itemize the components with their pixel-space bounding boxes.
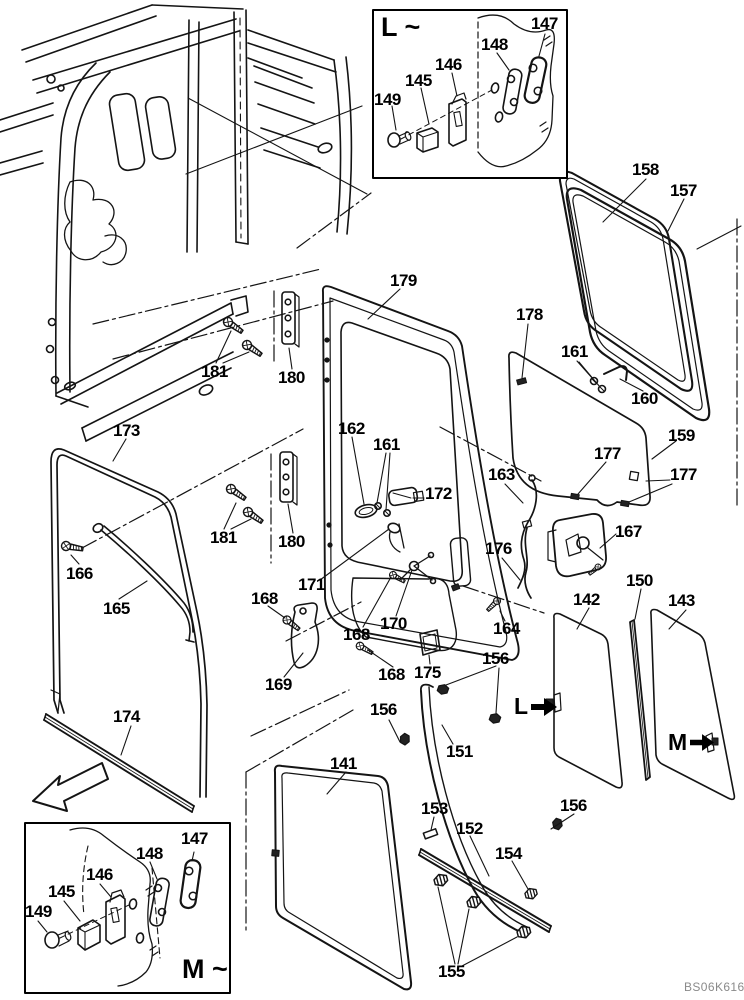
part-callout: 161 (373, 435, 400, 454)
direction-marker-M: M (668, 731, 715, 754)
part-callout: 148 (481, 35, 508, 54)
part-callout: 157 (670, 181, 697, 200)
part-callout: 181 (201, 362, 228, 381)
bolt-166 (60, 540, 85, 555)
part-callout: 142 (573, 590, 600, 609)
part-callout: 162 (338, 419, 365, 438)
part-callout: 167 (615, 522, 642, 541)
part-callout: 149 (374, 90, 401, 109)
part-callout: 177 (670, 465, 697, 484)
part-callout: 168 (343, 625, 370, 644)
clip-156-d (550, 816, 565, 832)
clip-156-c (397, 731, 413, 747)
part-callout: 151 (446, 742, 473, 761)
part-callout: 169 (265, 675, 292, 694)
part-callout: 168 (251, 589, 278, 608)
direction-marker-L-letter: L (514, 693, 529, 719)
part-callout: 147 (181, 829, 208, 848)
part-callout: 146 (435, 55, 462, 74)
part-callout: 180 (278, 368, 305, 387)
detail-view-M (24, 822, 231, 994)
part-callout: 172 (425, 484, 452, 503)
clip-153 (422, 828, 439, 840)
part-callout: 146 (86, 865, 113, 884)
direction-marker-L: L (514, 695, 558, 718)
door-assembly (321, 285, 520, 661)
part-callout: 156 (560, 796, 587, 815)
part-callout: 179 (390, 271, 417, 290)
part-callout: 166 (66, 564, 93, 583)
part-callout: 176 (485, 539, 512, 558)
part-callout: 149 (25, 902, 52, 921)
part-callout: 152 (456, 819, 483, 838)
hinge-plates-and-bolts (221, 291, 300, 527)
part-callout: 174 (113, 707, 140, 726)
part-callout: 143 (668, 591, 695, 610)
view-direction-arrow (32, 762, 109, 812)
part-callout: 159 (668, 426, 695, 445)
part-callout: 161 (561, 342, 588, 361)
latch-rod-176 (521, 519, 533, 599)
bracket-169 (290, 602, 320, 669)
part-callout: 181 (210, 528, 237, 547)
part-callout: 170 (380, 614, 407, 633)
part-callout: 154 (495, 844, 522, 863)
part-callout: 158 (632, 160, 659, 179)
detail-view-M-title: M ~ (182, 954, 228, 984)
part-callout: 141 (330, 754, 357, 773)
door-check-rod-165 (92, 522, 195, 643)
trim-strip-174 (43, 713, 195, 813)
part-callout: 156 (370, 700, 397, 719)
channel-strip-152 (418, 848, 552, 933)
part-callout: 145 (48, 882, 75, 901)
part-callout: 160 (631, 389, 658, 408)
detail-view-L (372, 9, 568, 179)
right-arrow-icon (531, 697, 558, 716)
callout-leader-lines (37, 33, 742, 967)
part-callout: 147 (531, 14, 558, 33)
part-callout: 150 (626, 571, 653, 590)
fixed-glass-143 (650, 608, 736, 801)
part-callout: 155 (438, 962, 465, 981)
right-arrow-icon (690, 734, 715, 751)
part-callout: 168 (378, 665, 405, 684)
clip-155-c (515, 923, 533, 941)
part-callout: 145 (405, 71, 432, 90)
part-callout: 153 (421, 799, 448, 818)
clip-154 (523, 886, 539, 902)
part-callout: 165 (103, 599, 130, 618)
part-callout: 173 (113, 421, 140, 440)
direction-marker-M-letter: M (668, 729, 688, 755)
cab-structure-sketch (0, 4, 368, 442)
weatherstrip-157 (565, 187, 711, 422)
drawing-code: BS06K616 (684, 980, 744, 994)
detail-view-L-title: L ~ (381, 12, 421, 42)
part-callout: 164 (493, 619, 520, 638)
clip-156-b (487, 711, 503, 726)
division-strip-150 (629, 619, 651, 781)
latch-handle-160 (603, 365, 628, 381)
latch-cable-163 (517, 474, 538, 589)
clip-155-b (465, 893, 483, 911)
part-callout: 177 (594, 444, 621, 463)
part-callout: 156 (482, 649, 509, 668)
clip-155-a (432, 871, 450, 889)
door-glass-141 (271, 764, 413, 991)
part-callout: 175 (414, 663, 441, 682)
part-callout: 163 (488, 465, 515, 484)
projection-lines (81, 192, 738, 931)
door-weatherstrip-173 (50, 448, 208, 798)
door-latch-167 (547, 513, 607, 578)
part-callout: 171 (298, 575, 325, 594)
part-callout: 148 (136, 844, 163, 863)
part-callout: 178 (516, 305, 543, 324)
sliding-glass-159 (508, 351, 651, 508)
part-callout: 180 (278, 532, 305, 551)
